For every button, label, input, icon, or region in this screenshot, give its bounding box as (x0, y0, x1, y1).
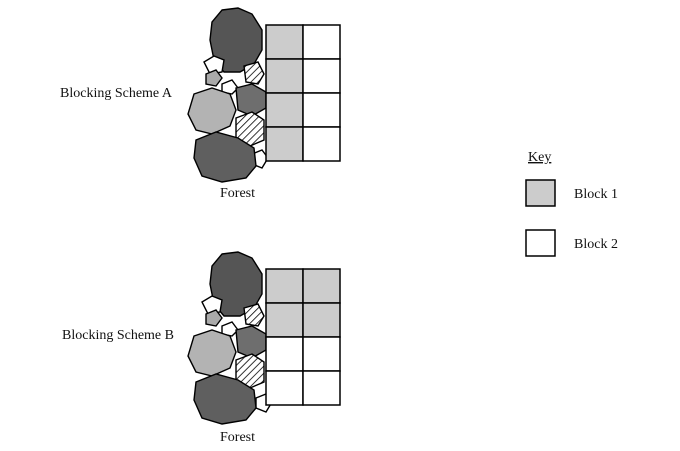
scheme-b-plot-grid (265, 268, 341, 406)
plot-cell (265, 302, 304, 338)
legend-label-block2: Block 2 (574, 237, 618, 252)
plot-cell (302, 24, 341, 60)
plot-cell (302, 336, 341, 372)
plot-cell (265, 336, 304, 372)
scheme-a-forest-label: Forest (220, 186, 255, 201)
scheme-b-forest-icon (187, 251, 273, 425)
scheme-a: Blocking Scheme A Forest (60, 7, 341, 201)
plot-cell (302, 370, 341, 406)
legend: Key Block 1 Block 2 (525, 150, 618, 257)
plot-cell (302, 302, 341, 338)
scheme-a-label: Blocking Scheme A (60, 86, 173, 101)
scheme-b-label: Blocking Scheme B (62, 328, 174, 343)
plot-cell (265, 58, 304, 94)
plot-cell (302, 268, 341, 304)
plot-cell (265, 126, 304, 162)
legend-swatch-block1 (525, 179, 556, 207)
plot-cell (302, 58, 341, 94)
legend-title: Key (528, 150, 551, 165)
plot-cell (265, 268, 304, 304)
plot-cell (302, 126, 341, 162)
scheme-b-forest-label: Forest (220, 430, 255, 445)
scheme-a-plot-grid (265, 24, 341, 162)
plot-cell (265, 92, 304, 128)
plot-cell (302, 92, 341, 128)
scheme-b: Blocking Scheme B Forest (62, 251, 341, 445)
plot-cell (265, 24, 304, 60)
legend-swatch-block2 (525, 229, 556, 257)
legend-label-block1: Block 1 (574, 187, 618, 202)
scheme-a-forest-icon (187, 7, 269, 183)
plot-cell (265, 370, 304, 406)
